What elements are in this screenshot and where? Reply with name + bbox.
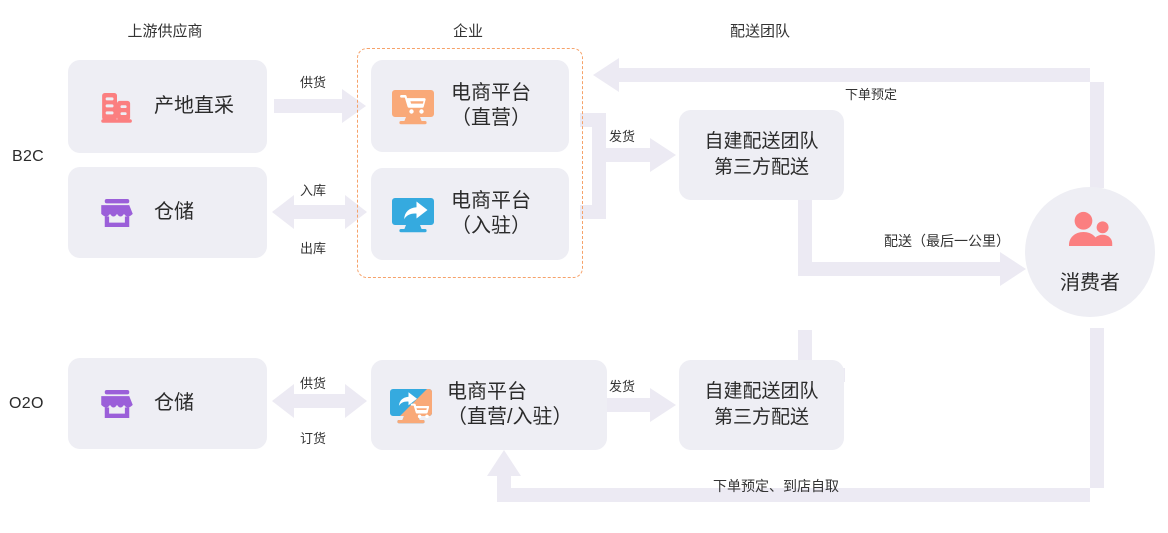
arrow-supply-to-direct xyxy=(274,89,366,123)
node-origin-direct-purchase-label: 产地直采 xyxy=(154,95,234,117)
arrow-o2o-bidirectional xyxy=(272,384,367,418)
row-label-b2c-text: B2C xyxy=(12,148,45,165)
node-delivery-o2o[interactable]: 自建配送团队 第三方配送 xyxy=(679,360,844,450)
node-platform-joined-label: 电商平台 （入驻） xyxy=(451,190,531,237)
column-header-enterprise: 企业 xyxy=(418,20,518,41)
node-consumer-label: 消费者 xyxy=(1060,272,1120,294)
edge-label-reorder-o2o-text: 订货 xyxy=(300,431,327,446)
node-platform-o2o[interactable]: 电商平台 （直营/入驻） xyxy=(371,360,607,450)
edge-label-supply-o2o-text: 供货 xyxy=(300,376,327,391)
building-icon xyxy=(96,86,138,128)
node-warehouse-b2c-label: 仓储 xyxy=(154,201,194,223)
node-delivery-o2o-label: 自建配送团队 第三方配送 xyxy=(704,381,819,428)
consumer-people-icon xyxy=(1062,209,1118,260)
node-warehouse-o2o-label: 仓储 xyxy=(154,392,194,414)
edge-label-supply-b2c-text: 供货 xyxy=(300,75,327,90)
edge-label-last-mile: 配送（最后一公里） xyxy=(884,231,1010,251)
row-label-o2o-text: O2O xyxy=(9,395,44,412)
edge-label-inbound-text: 入库 xyxy=(300,183,327,198)
edge-label-supply-b2c: 供货 xyxy=(300,72,326,91)
path-last-mile xyxy=(798,155,1026,286)
storefront-icon xyxy=(96,383,138,425)
edge-label-ship-b2c-text: 发货 xyxy=(609,129,636,144)
node-origin-direct-purchase[interactable]: 产地直采 xyxy=(68,60,267,153)
edge-label-inbound: 入库 xyxy=(300,180,326,199)
path-b2c-order xyxy=(593,58,1104,188)
node-platform-direct-label: 电商平台 （直营） xyxy=(451,82,531,129)
monitor-share-icon xyxy=(389,190,437,238)
column-header-suppliers: 上游供应商 xyxy=(105,20,225,41)
node-warehouse-b2c[interactable]: 仓储 xyxy=(68,167,267,258)
edge-label-order-b2c: 下单预定 xyxy=(845,84,897,103)
edge-label-order-b2c-text: 下单预定 xyxy=(845,87,898,102)
edge-label-outbound-text: 出库 xyxy=(300,241,327,256)
edge-label-pickup-o2o-text: 下单预定、到店自取 xyxy=(713,478,839,494)
edge-label-supply-o2o: 供货 xyxy=(300,373,326,392)
row-label-o2o: O2O xyxy=(9,395,44,413)
row-label-b2c: B2C xyxy=(12,148,44,166)
node-platform-o2o-label: 电商平台 （直营/入驻） xyxy=(447,381,573,428)
edge-label-ship-o2o: 发货 xyxy=(609,376,635,395)
edge-label-last-mile-text: 配送（最后一公里） xyxy=(884,233,1010,249)
column-header-enterprise-label: 企业 xyxy=(452,23,483,40)
node-platform-direct[interactable]: 电商平台 （直营） xyxy=(371,60,569,152)
column-header-delivery-team: 配送团队 xyxy=(700,20,820,41)
column-header-suppliers-label: 上游供应商 xyxy=(127,23,203,40)
edge-label-reorder-o2o: 订货 xyxy=(300,428,326,447)
edge-label-outbound: 出库 xyxy=(300,238,326,257)
edge-label-ship-b2c: 发货 xyxy=(609,126,635,145)
node-delivery-b2c-label: 自建配送团队 第三方配送 xyxy=(704,131,819,178)
column-header-delivery-team-label: 配送团队 xyxy=(729,23,790,40)
monitor-cart-icon xyxy=(389,82,437,130)
node-platform-joined[interactable]: 电商平台 （入驻） xyxy=(371,168,569,260)
line-junction-vertical xyxy=(592,113,606,219)
storefront-icon xyxy=(96,192,138,234)
node-delivery-b2c[interactable]: 自建配送团队 第三方配送 xyxy=(679,110,844,200)
edge-label-pickup-o2o: 下单预定、到店自取 xyxy=(713,476,839,496)
monitor-split-icon xyxy=(387,381,435,429)
arrow-warehouse-bidirectional xyxy=(272,195,367,229)
arrow-b2c-ship xyxy=(592,138,676,172)
node-consumer[interactable]: 消费者 xyxy=(1025,187,1155,317)
arrow-o2o-ship xyxy=(607,388,676,422)
edge-label-ship-o2o-text: 发货 xyxy=(609,379,636,394)
node-warehouse-o2o[interactable]: 仓储 xyxy=(68,358,267,449)
